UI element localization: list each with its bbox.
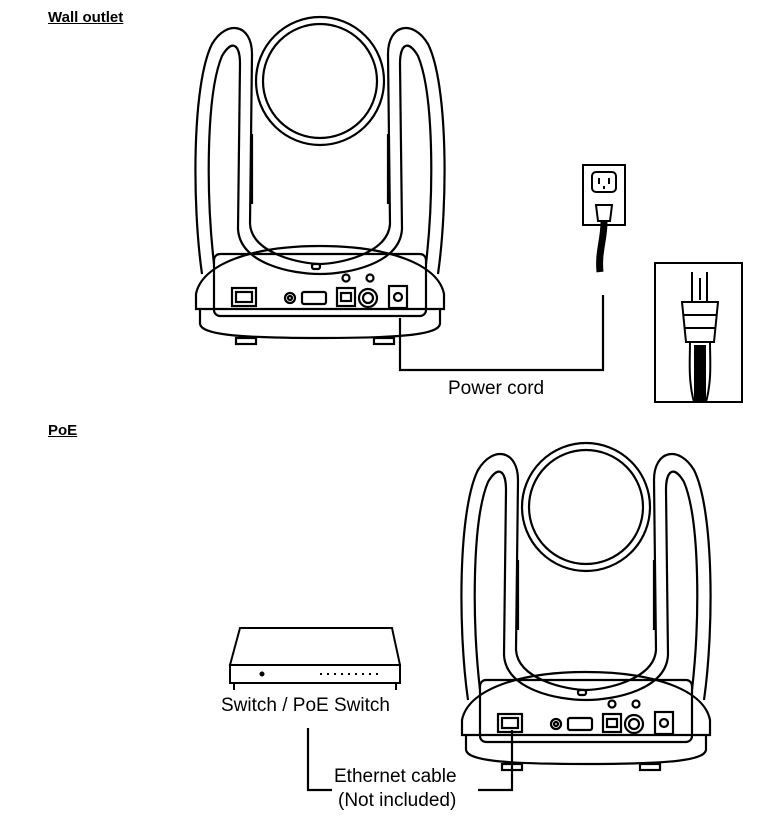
poe-heading: PoE	[48, 422, 78, 439]
wall-outlet-heading: Wall outlet	[48, 9, 124, 26]
poe-switch-icon	[228, 627, 402, 690]
switch-label: Switch / PoE Switch	[221, 695, 390, 716]
plug-detail-icon	[654, 262, 743, 403]
ethernet-line-switch	[306, 728, 332, 792]
ethernet-line-camera	[478, 730, 514, 792]
plug-cable	[596, 221, 608, 273]
power-cord-line	[398, 295, 605, 372]
wall-outlet-icon	[582, 164, 626, 226]
camera-poe	[460, 441, 712, 772]
not-included-label: (Not included)	[338, 790, 457, 811]
camera-wall-outlet	[194, 15, 446, 346]
ethernet-cable-label: Ethernet cable	[334, 766, 457, 787]
power-cord-label: Power cord	[448, 378, 545, 399]
